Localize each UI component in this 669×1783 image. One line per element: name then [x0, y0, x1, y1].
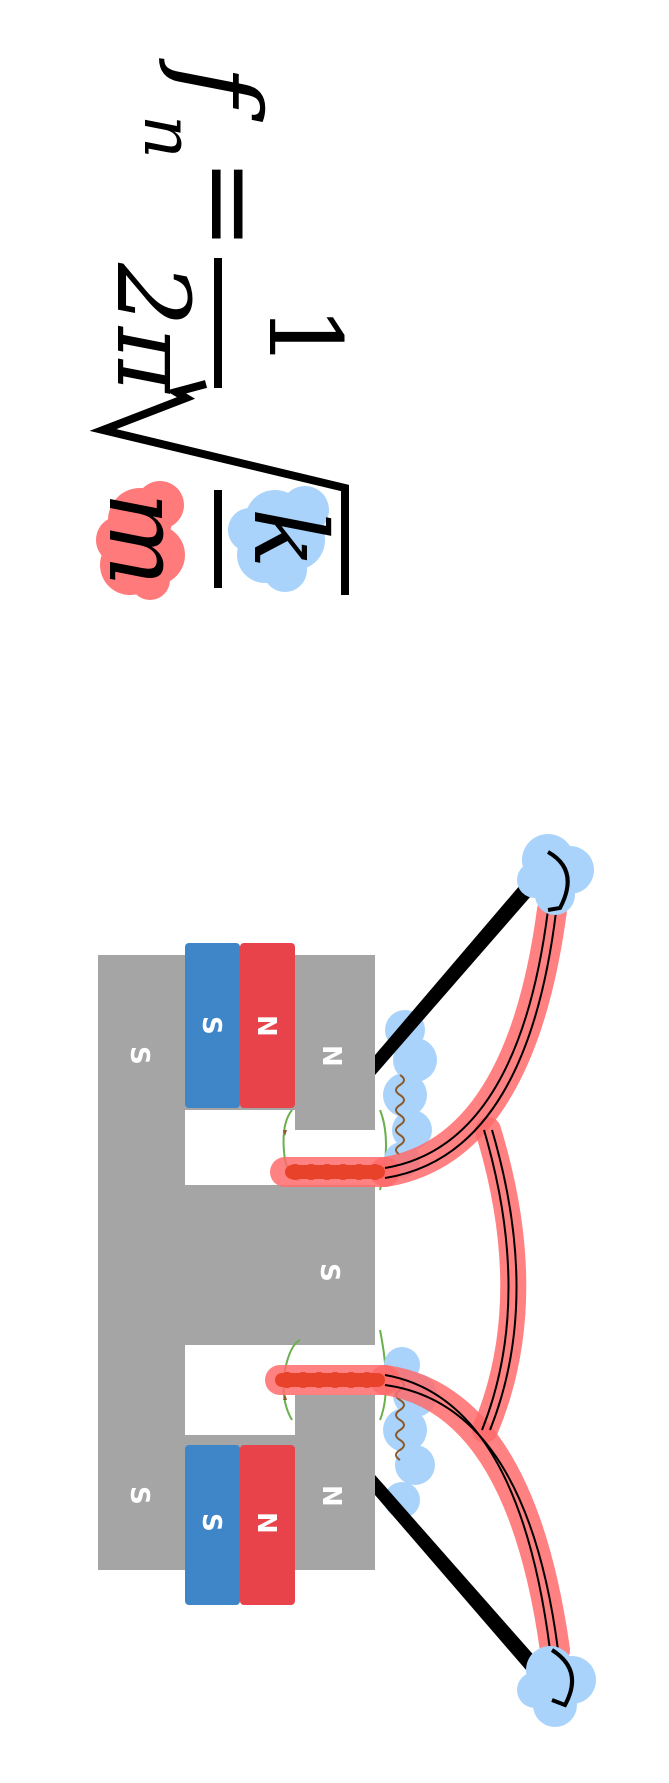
surround-upper — [546, 850, 570, 912]
spider-spring-upper — [395, 1074, 405, 1156]
formula-subscript-n: n — [128, 115, 207, 159]
plate-lower-label-n: N — [316, 1485, 346, 1507]
fraction-bar-main — [214, 258, 222, 388]
speaker-cone — [384, 909, 559, 1651]
basket-strut-lower — [375, 1475, 560, 1700]
formula-m: m — [86, 492, 203, 587]
center-pole-label-s: S — [314, 1263, 344, 1282]
center-pole — [185, 1185, 375, 1345]
formula-two-pi: 2π — [94, 262, 211, 395]
magnet-upper-label-s: S — [196, 1016, 226, 1035]
lower-magnet-south — [185, 1445, 240, 1605]
radical-sign — [89, 380, 349, 595]
top-plate-upper — [295, 955, 375, 1130]
fraction-bar-k-over-m — [214, 490, 222, 588]
top-plate-lower — [295, 1395, 375, 1570]
surround-upper-highlight — [517, 834, 594, 915]
field-arrows — [283, 1130, 287, 1400]
yoke-label-s-lower: S — [124, 1486, 154, 1505]
magnet-upper-label-n: N — [251, 1015, 281, 1037]
magnet-lower-label-s: S — [196, 1513, 226, 1532]
voice-coil-upper — [285, 1164, 385, 1180]
mass-m-highlight — [96, 481, 185, 600]
plate-upper-label-n: N — [316, 1045, 346, 1067]
formula-numerator-one: 1 — [246, 305, 363, 369]
formula-equals: = — [167, 158, 295, 250]
surround-lower — [550, 1648, 574, 1708]
resonance-formula: f n = 1 2π k — [86, 58, 363, 600]
formula-k: k — [231, 508, 348, 569]
upper-magnet-north — [240, 943, 295, 1108]
upper-magnet-south — [185, 943, 240, 1108]
stiffness-k-highlight — [228, 486, 329, 592]
basket-strut-upper — [375, 850, 558, 1075]
yoke-label-s-upper: S — [124, 1046, 154, 1065]
voice-coil-lower — [275, 1372, 385, 1388]
lower-magnet-north — [240, 1445, 295, 1605]
magnet-lower-label-n: N — [251, 1512, 281, 1534]
formula-f: f — [156, 58, 284, 122]
